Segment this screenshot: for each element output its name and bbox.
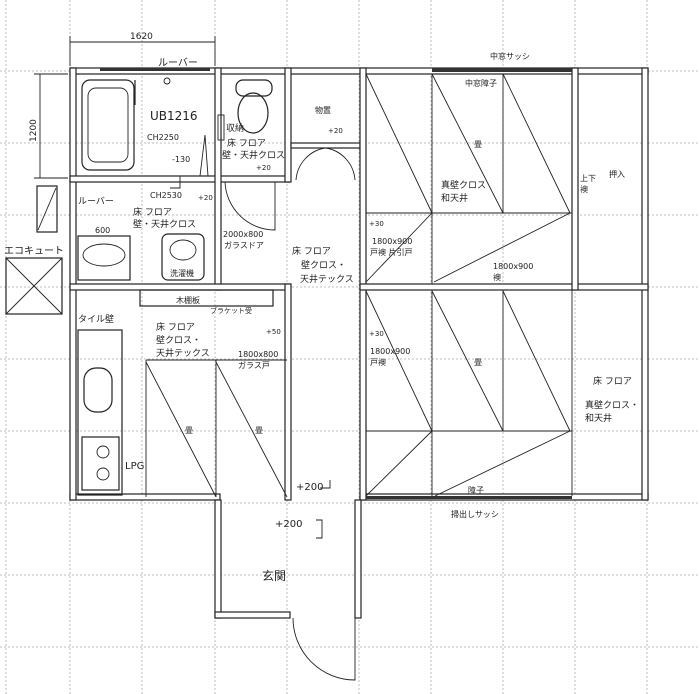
label-sweep-sash: 掃出しサッシ (451, 509, 499, 519)
room1-tatami (365, 73, 572, 284)
label-hall-ceiling: 天井テックス (300, 273, 354, 285)
label-kitchen-ceiling: 天井テックス (156, 347, 210, 359)
label-mid-sash: 中窓サッシ (490, 51, 530, 61)
label-glass-door-size: 2000x800 (223, 230, 263, 239)
label-storeroom: 物置 (315, 105, 331, 115)
kitchen-sink (83, 367, 113, 413)
label-bath-unit: UB1216 (150, 109, 198, 123)
label-storage: 収納 (226, 122, 244, 134)
step-marks (316, 480, 331, 539)
label-bath-step: -130 (172, 155, 190, 164)
kitchen-tatami (145, 359, 288, 498)
label-storeroom-step: +20 (328, 127, 343, 135)
label-bath-ch: CH2250 (147, 133, 179, 142)
label-room3-wall: 真壁クロス・ (585, 399, 639, 411)
dimension-lines (34, 36, 216, 179)
toilet-bowl (237, 92, 269, 134)
label-hall-floor: 床 フロア (292, 245, 331, 257)
label-wood-shelf: 木棚板 (176, 295, 200, 305)
label-shoji: 障子 (468, 485, 484, 495)
label-tatami-k2: 畳 (255, 426, 263, 435)
label-closet-door1: 上下 (580, 174, 596, 183)
label-wash-step: +20 (198, 194, 213, 202)
wash-basin (77, 235, 131, 281)
label-kitchen-door: ガラス戸 (238, 360, 270, 370)
kitchen-counter (77, 329, 123, 496)
eco-cute-unit (5, 257, 63, 315)
label-mid-shoji: 中窓障子 (465, 78, 497, 88)
label-toilet-wall: 壁・天井クロス (222, 149, 285, 161)
gas-stove (81, 436, 120, 491)
storeroom-door[interactable] (295, 147, 356, 181)
label-louver-top: ルーバー (158, 57, 198, 69)
label-room3-floor: 床 フロア (593, 375, 632, 387)
label-bracket: ブラケット受 (210, 306, 252, 315)
eco-cute-tank (36, 185, 58, 233)
width-dimension: 1620 (130, 32, 153, 42)
label-tile-wall: タイル壁 (78, 313, 114, 325)
sweep-window[interactable] (366, 496, 572, 499)
label-room1-door-size: 1800x900 (372, 237, 412, 246)
label-tatami-r2: 畳 (474, 358, 482, 367)
label-room1-step: +30 (369, 220, 384, 228)
wood-shelf (139, 289, 274, 307)
label-step-200a: +200 (296, 482, 323, 493)
label-glass-door: ガラスドア (224, 240, 264, 250)
label-kitchen-door-size: 1800x800 (238, 350, 278, 359)
label-fusuma: 襖 (493, 272, 501, 282)
label-room2-step: +30 (369, 330, 384, 338)
label-kitchen-step: +50 (266, 328, 281, 336)
label-closet-door2: 襖 (580, 184, 588, 194)
label-tatami-r1: 畳 (474, 140, 482, 149)
bath-door[interactable] (199, 134, 209, 177)
toilet-door[interactable] (224, 181, 276, 231)
label-room2-door: 戸襖 (370, 357, 386, 367)
label-room2-door-size: 1800x900 (370, 347, 410, 356)
label-closet: 押入 (609, 169, 625, 179)
label-room1-wall: 真壁クロス (441, 179, 486, 191)
label-toilet-floor: 床 フロア (227, 137, 266, 149)
label-lpg: LPG (125, 461, 144, 472)
label-louver-left: ルーバー (78, 196, 114, 207)
label-wash-wall: 壁・天井クロス (133, 218, 196, 230)
label-toilet-step: +20 (256, 164, 271, 172)
toilet-tank (235, 79, 273, 97)
label-washer: 洗濯機 (170, 268, 194, 278)
label-eco-cute: エコキュート (4, 246, 64, 257)
label-step-200b: +200 (275, 519, 302, 530)
label-kitchen-floor: 床 フロア (156, 321, 195, 333)
walls (69, 67, 649, 619)
label-room1-door: 戸襖 片引戸 (370, 247, 413, 257)
label-hall-wall: 壁クロス・ (301, 259, 346, 271)
entrance-door[interactable] (292, 617, 356, 681)
label-basin-width: 600 (95, 226, 110, 235)
label-room3-ceiling: 和天井 (585, 412, 612, 424)
height-dimension: 1200 (29, 119, 39, 142)
label-kitchen-wall: 壁クロス・ (156, 334, 201, 346)
label-tatami-k1: 畳 (185, 426, 193, 435)
mid-window[interactable] (432, 68, 572, 72)
label-wash-floor: 床 フロア (133, 206, 172, 218)
louver-window-top[interactable] (100, 68, 210, 71)
bathtub (81, 79, 135, 171)
label-room1-ceiling: 和天井 (441, 192, 468, 204)
room2-tatami (365, 290, 573, 497)
label-genkan: 玄関 (262, 568, 286, 583)
washing-machine (161, 233, 205, 281)
label-fusuma-size: 1800x900 (493, 262, 533, 271)
label-wash-ch: CH2530 (150, 191, 182, 200)
